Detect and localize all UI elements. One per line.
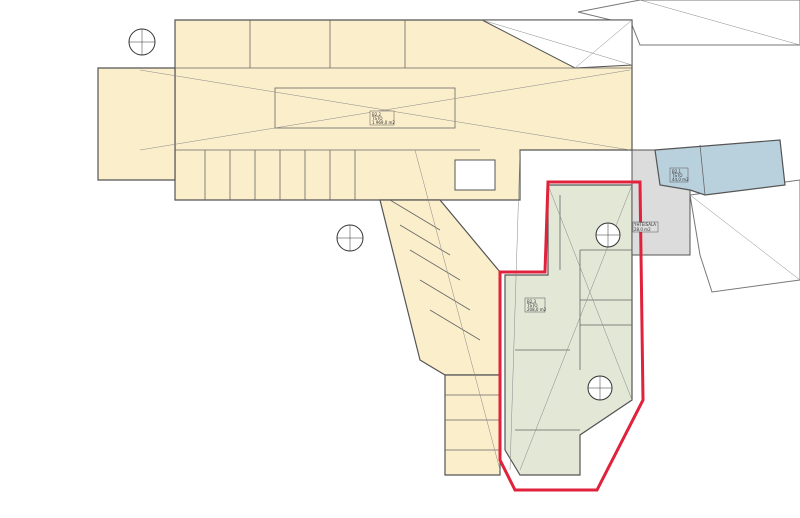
- room-use: TSTO: [371, 116, 383, 121]
- room-label-b2-1: B2.1 TSTO 44,0 m2: [669, 167, 689, 183]
- neighbour-building: [577, 0, 800, 293]
- room-use: TSTO: [671, 173, 683, 178]
- room-area: 28,0 m2: [634, 227, 651, 232]
- tenant-area-b2-3: [504, 184, 633, 476]
- room-area: 1 969,0 m2: [372, 120, 395, 125]
- room-label-b2-3: B2.3 TSTO 208,0 m2: [524, 297, 547, 313]
- room-label-yhteisala: YHTEISALA 28,0 m2: [632, 221, 659, 233]
- room-id: YHTEISALA: [633, 222, 656, 227]
- interior-walls: [175, 20, 706, 451]
- room-area: 44,0 m2: [672, 177, 689, 182]
- room-id: B2.3: [527, 299, 537, 304]
- section-lines: [139, 0, 800, 471]
- room-label-b2-2: B2.2 TSTO 1 969,0 m2: [369, 110, 395, 126]
- other-tenant-area-b2-1: [654, 139, 786, 196]
- room-use: TSTO: [526, 303, 538, 308]
- stair-treads: [129, 29, 620, 400]
- room-id: B2.1: [672, 169, 682, 174]
- room-id: B2.2: [372, 112, 382, 117]
- highlight-outline: [498, 180, 645, 492]
- room-area: 208,0 m2: [527, 307, 547, 312]
